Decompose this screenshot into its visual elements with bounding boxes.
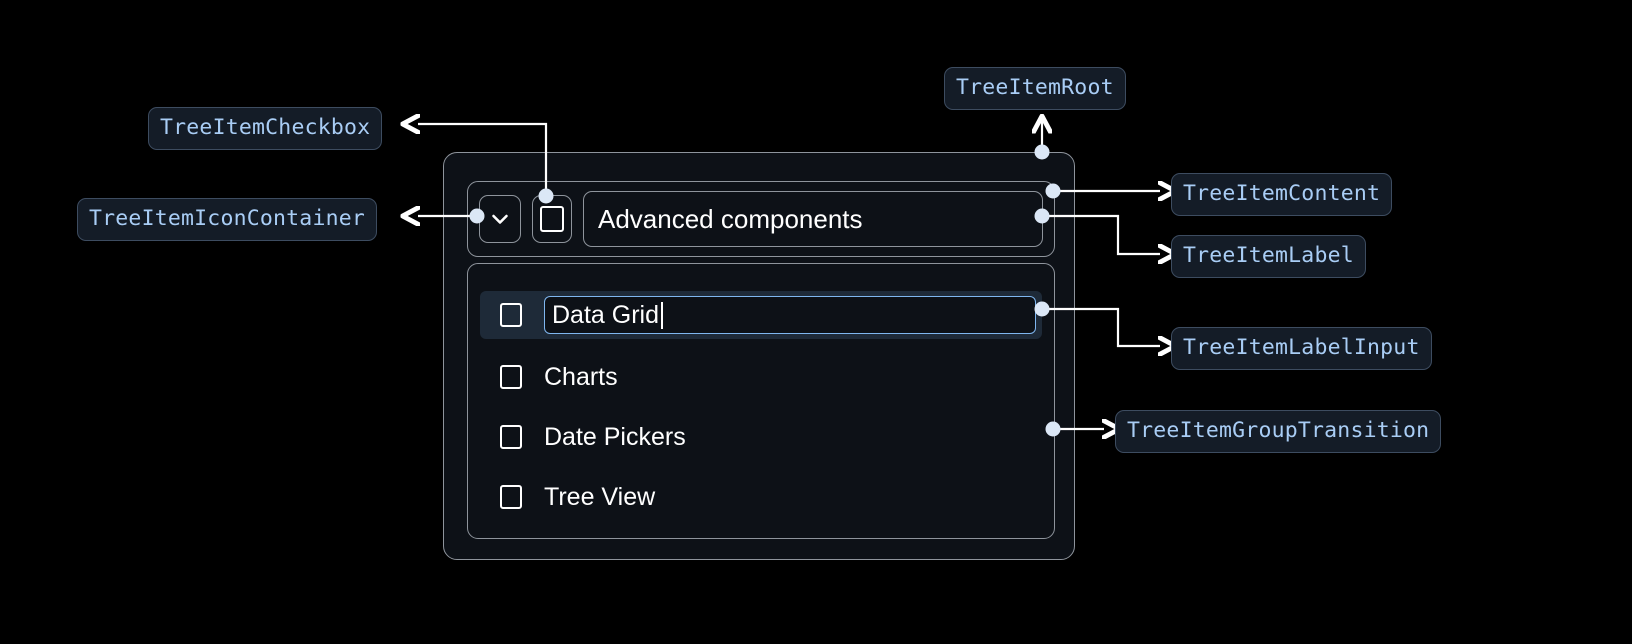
tree-item-label-text: Advanced components [598,203,863,234]
tree-item-content[interactable]: Advanced components [467,181,1055,257]
annotation-chip-tree-item-label-input: TreeItemLabelInput [1171,327,1432,370]
tree-item-icon-container[interactable] [479,195,521,243]
tree-item-label-input-value: Data Grid [552,300,659,329]
tree-item-checkbox[interactable] [532,195,572,243]
tree-item-label-input[interactable]: Data Grid [544,296,1036,334]
checkbox-box-icon [540,206,564,232]
tree-item-child-row[interactable]: Data Grid [480,291,1042,339]
annotation-chip-tree-item-label: TreeItemLabel [1171,235,1366,278]
tree-item-label: Date Pickers [544,422,686,451]
annotation-chip-tree-item-content: TreeItemContent [1171,173,1393,216]
tree-item-child-row[interactable]: Charts [468,355,1054,399]
chevron-down-icon [487,206,513,232]
tree-item-child-row[interactable]: Tree View [468,475,1054,519]
tree-item-label: Charts [544,362,618,391]
tree-item-group-transition: Data Grid Charts Date Pickers Tree View [467,263,1055,539]
annotation-chip-tree-item-icon-container: TreeItemIconContainer [77,198,378,241]
text-caret [660,301,663,329]
tree-item-checkbox[interactable] [500,425,522,449]
tree-item-checkbox[interactable] [500,303,522,327]
tree-item-child-row[interactable]: Date Pickers [468,415,1054,459]
annotation-chip-tree-item-group-transition: TreeItemGroupTransition [1115,410,1442,453]
annotation-chip-tree-item-checkbox: TreeItemCheckbox [148,107,383,150]
tree-item-checkbox[interactable] [500,485,522,509]
tree-item-root[interactable]: Advanced components Data Grid Charts Dat… [443,152,1075,560]
tree-item-checkbox[interactable] [500,365,522,389]
tree-item-label[interactable]: Advanced components [583,191,1043,247]
annotation-chip-tree-item-root: TreeItemRoot [944,67,1126,110]
tree-item-label: Tree View [544,482,656,511]
